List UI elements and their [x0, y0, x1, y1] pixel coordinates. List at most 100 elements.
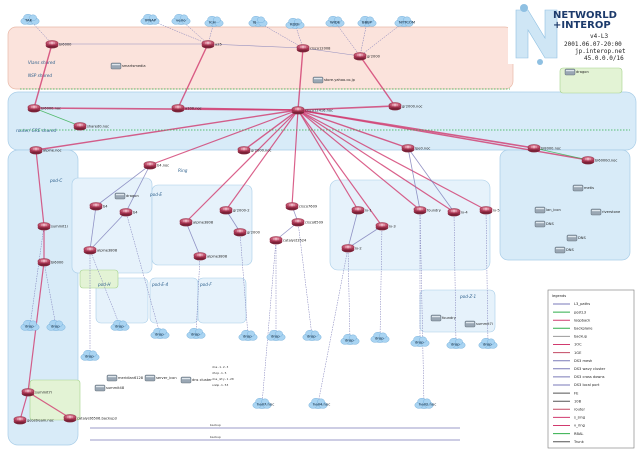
device-node: foundry [430, 314, 457, 322]
cloud-node: IPNAP [140, 13, 160, 25]
zone-labels-layer: Vlans shared NSP shared router/ GRE shar… [16, 60, 477, 299]
site-text: jp.interop.net [575, 48, 626, 55]
router-arrows [197, 253, 203, 257]
link-line [302, 47, 361, 57]
router-label: shared0.noc [87, 125, 109, 129]
cloud-puff [294, 18, 302, 25]
link-line [19, 391, 29, 421]
cloud-label: IPNAP [145, 17, 157, 22]
cloud-puff [257, 16, 265, 23]
router-label: bi6000d.noc [595, 159, 617, 163]
cloud-node: drop [186, 327, 206, 339]
version-text: v4-L3 [590, 33, 608, 40]
cloud-node: NTTCOM [394, 15, 415, 27]
router-label: bi6000 [51, 261, 64, 265]
device-slot [536, 208, 544, 210]
router-arrows [405, 145, 411, 149]
device-icon [430, 314, 442, 322]
cloud-node: hall4.noc [308, 397, 330, 409]
cloud-label: drop [483, 341, 492, 346]
cloud-puff [379, 332, 387, 339]
router-node: bi6000 [45, 40, 72, 49]
cloud-node: WIDE [325, 15, 345, 27]
address-entry: dns_mty-1.20 [212, 377, 234, 381]
zone-label: pod-E [149, 192, 162, 197]
device-icon [534, 206, 546, 214]
router-arrows [237, 229, 243, 233]
router-node: alpine3808 [193, 252, 228, 261]
router-node: ix-5 [479, 206, 500, 215]
legend-item-label: s_sing [574, 416, 585, 420]
zone-label: pod-C [49, 178, 62, 183]
feed-line [359, 21, 405, 57]
link-line [407, 147, 455, 213]
legend-item-label: FE [574, 391, 579, 395]
feed-line [359, 21, 368, 57]
legend-item-label: backup [574, 335, 588, 339]
zone-label: Ring [178, 168, 188, 173]
cloud-node: drop [266, 329, 286, 341]
device-icon [312, 76, 324, 84]
logo-dot [537, 59, 543, 65]
router-node: catalyst6506.backup3 [63, 414, 117, 423]
router-node: bi6000 [37, 258, 64, 267]
cloud-node: drop [150, 327, 170, 339]
address-entry: dns-1.2.3 [212, 365, 228, 369]
feed-line [149, 19, 209, 45]
cloud-label: TAK [24, 17, 33, 22]
cloud-node: ICH [204, 15, 224, 27]
router-label: ix-3 [389, 225, 396, 229]
router-arrows [223, 207, 229, 211]
cloud-label: drop [307, 333, 316, 338]
device-label: store.yahoo.co.jp [324, 78, 356, 82]
router-arrows [147, 162, 153, 166]
zone-green-3 [29, 379, 81, 421]
cloud-puff [149, 14, 157, 21]
device-label: dragon [126, 194, 139, 198]
links-layer [19, 19, 630, 421]
zone-vlan-top [7, 26, 514, 90]
cloud-label: verio [176, 17, 186, 22]
cloud-puff [317, 398, 325, 405]
cloud-label: drop [345, 337, 354, 342]
device-icon [114, 192, 126, 200]
device-node: summit48 [94, 384, 125, 392]
router-label: ix-4 [461, 211, 468, 215]
router-label: ix-1 [365, 209, 372, 213]
device-slot [592, 210, 600, 212]
link-line [207, 43, 304, 49]
link-line [125, 164, 151, 213]
router-arrows [289, 203, 295, 207]
cloud-label: hall4.noc [313, 401, 330, 406]
router-node: summit1i [37, 222, 68, 231]
cloud-node: drop [302, 329, 322, 341]
router-arrows [123, 209, 129, 213]
cloud-label: drop [25, 323, 34, 328]
legend: legends L3_pathspostL3loopbackbackplaneb… [547, 289, 635, 449]
cloud-puff [334, 16, 342, 23]
router-label: gr2000.noc [402, 105, 423, 109]
router-arrows [273, 237, 279, 241]
cloud-puff [403, 16, 411, 23]
router-label: alpine3808 [97, 249, 118, 253]
cloud-puff [89, 350, 97, 357]
cloud-node: IIJ [248, 15, 268, 27]
device-icon [554, 246, 566, 254]
router-node: b4 [89, 202, 108, 211]
device-icon [144, 374, 156, 382]
router-node: alpine3808 [83, 246, 118, 255]
router-arrows [17, 417, 23, 421]
router-arrows [183, 219, 189, 223]
link-line [27, 391, 71, 419]
legend-item-label: DS3 wavy cluster [574, 367, 606, 371]
router-node: foundry [413, 206, 442, 215]
zone-bottom-left [7, 149, 79, 446]
address-entry: snmp-1.53 [212, 383, 228, 387]
link-line [185, 221, 201, 257]
backbone-label: backup [210, 423, 221, 427]
link-line [177, 43, 209, 109]
device-node: summit7i [464, 320, 493, 328]
link-line [297, 109, 487, 211]
router-arrows [33, 147, 39, 151]
cloud-puff [366, 16, 374, 23]
